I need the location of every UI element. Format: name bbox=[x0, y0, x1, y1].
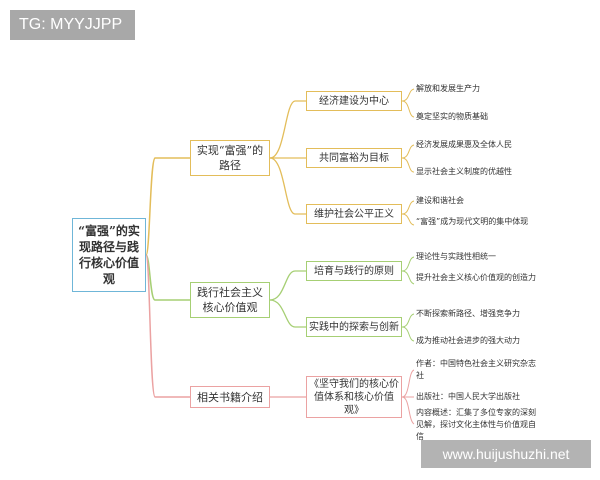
connector-root-branch2 bbox=[145, 254, 190, 301]
leaf-author: 作者：中国特色社会主义研究杂志社 bbox=[416, 359, 536, 380]
connector-leaf bbox=[401, 369, 415, 398]
connector-leaf bbox=[401, 200, 415, 215]
leaf-text: 奠定坚实的物质基础 bbox=[416, 112, 488, 121]
branch-node-books: 相关书籍介绍 bbox=[190, 386, 270, 408]
connector-leaf bbox=[401, 256, 415, 272]
leaf-publisher: 出版社：中国人民大学出版社 bbox=[416, 392, 520, 401]
connector-b2-c1 bbox=[269, 270, 306, 301]
leaf-text: 提升社会主义核心价值观的创造力 bbox=[416, 273, 536, 282]
leaf-text: 经济发展成果惠及全体人民 bbox=[416, 140, 512, 149]
connector-leaf bbox=[401, 100, 415, 118]
watermark-badge: www.huijushuzhi.net bbox=[421, 440, 591, 468]
connector-leaf bbox=[401, 396, 415, 425]
connector-root-branch3 bbox=[145, 254, 190, 398]
root-node: “富强”的实现路径与践行核心价值观 bbox=[72, 218, 146, 292]
leaf-text: 理论性与实践性相统一 bbox=[416, 252, 496, 261]
connector-root-branch1 bbox=[145, 157, 190, 256]
connector-b2-c2 bbox=[269, 299, 306, 328]
leaf-text: 建设和谐社会 bbox=[416, 196, 464, 205]
leaf-text: 显示社会主义制度的优越性 bbox=[416, 167, 512, 176]
connector-b1-c3 bbox=[269, 157, 306, 215]
connector-leaf bbox=[401, 88, 415, 102]
leaf-text: 不断探索新路径、增强竞争力 bbox=[416, 309, 520, 318]
sub-node-social-fairness: 维护社会公平正义 bbox=[306, 204, 402, 224]
branch-node-path: 实现“富强”的路径 bbox=[190, 140, 270, 176]
sub-node-exploration: 实践中的探索与创新 bbox=[306, 317, 402, 337]
channel-tag: TG: MYYJJPP bbox=[10, 10, 135, 40]
connector-leaf bbox=[401, 313, 415, 328]
sub-node-book-title: 《坚守我们的核心价值体系和核心价值观》 bbox=[306, 376, 402, 418]
connector-leaf bbox=[401, 144, 415, 159]
connector-leaf bbox=[401, 157, 415, 173]
leaf-text: 解放和发展生产力 bbox=[416, 84, 480, 93]
connector-b1-c1 bbox=[269, 100, 306, 159]
leaf-text: “富强”成为现代文明的集中体现 bbox=[416, 217, 529, 226]
connector-leaf bbox=[401, 270, 415, 285]
branch-node-core-values: 践行社会主义核心价值观 bbox=[190, 282, 270, 318]
leaf-text: 成为推动社会进步的强大动力 bbox=[416, 336, 520, 345]
sub-node-economic-construction: 经济建设为中心 bbox=[306, 91, 402, 111]
connector-leaf bbox=[401, 326, 415, 342]
sub-node-principles: 培育与践行的原则 bbox=[306, 261, 402, 281]
leaf-summary: 内容概述：汇集了多位专家的深刻见解，探讨文化主体性与价值观自信 bbox=[416, 408, 536, 441]
connector-leaf bbox=[401, 213, 415, 226]
sub-node-common-prosperity: 共同富裕为目标 bbox=[306, 148, 402, 168]
